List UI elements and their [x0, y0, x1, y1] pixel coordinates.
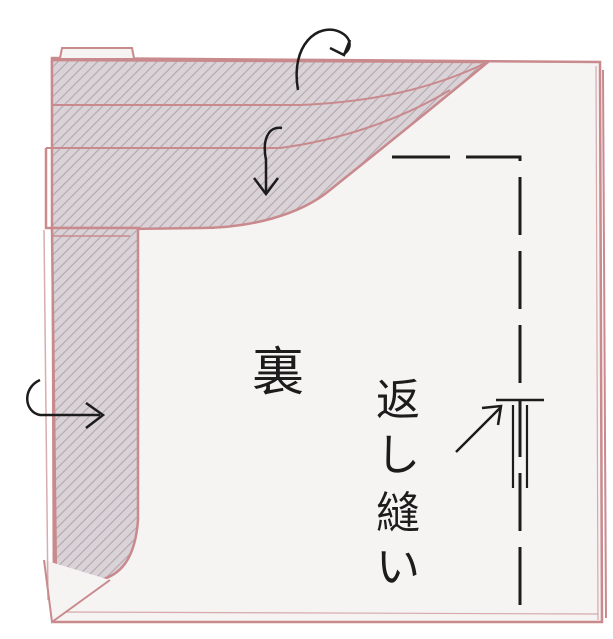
stitch-label-char-3: 縫 [376, 488, 420, 539]
fold-down-arrow-icon [253, 126, 283, 197]
stitch-label-char-2: し [376, 430, 420, 481]
pointer-arrow-icon [455, 404, 503, 453]
stitch-label-char-1: 返 [376, 375, 420, 426]
wrong-side-label: 裏 [252, 343, 304, 403]
fold-over-arrow-icon [295, 28, 352, 91]
fold-right-arrow-icon [26, 378, 106, 429]
stitch-line [392, 155, 544, 615]
stitch-label-char-4: い [376, 542, 420, 593]
